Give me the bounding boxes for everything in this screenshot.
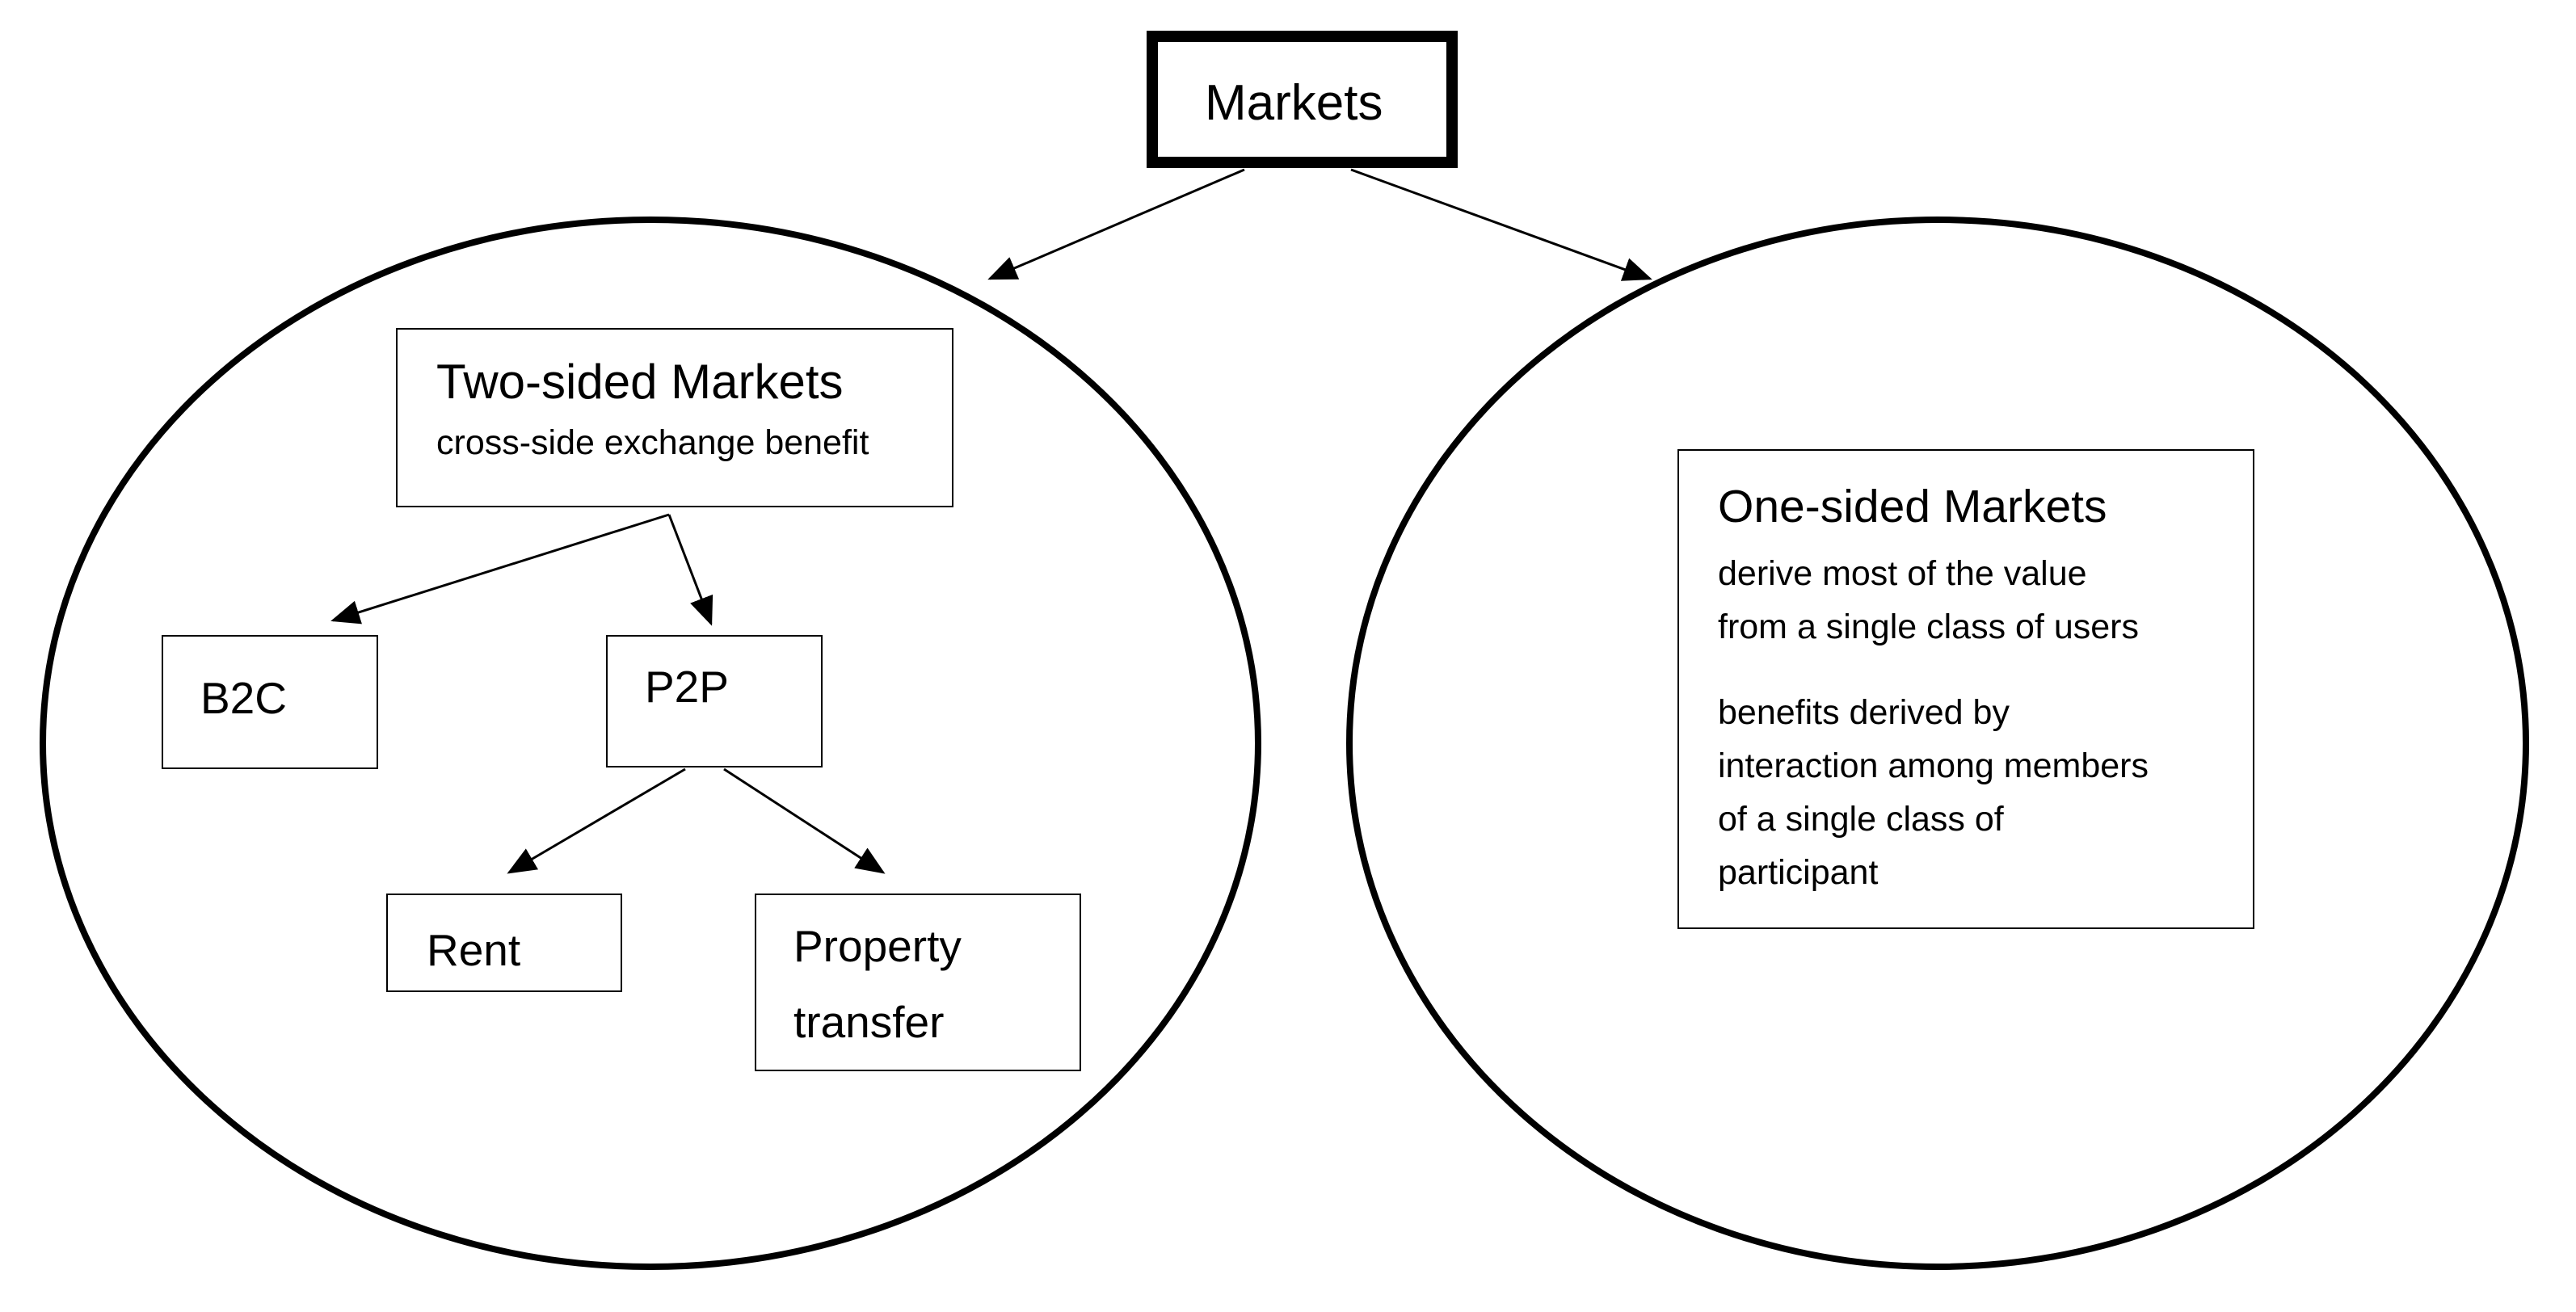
- p2p-node: P2P: [606, 635, 823, 767]
- arrow-markets-to-one-sided: [1350, 168, 1652, 281]
- one-sided-markets-title: One-sided Markets: [1718, 481, 2107, 532]
- one-sided-description-line: derive most of the value: [1718, 554, 2087, 593]
- one-sided-description-line: benefits derived by: [1718, 693, 2010, 732]
- arrow-two-sided-to-p2p: [667, 514, 713, 626]
- arrow-p2p-to-rent: [507, 767, 686, 874]
- arrow-p2p-to-property: [723, 767, 886, 874]
- property-transfer-node: Property transfer: [755, 894, 1081, 1071]
- two-sided-markets-title: Two-sided Markets: [436, 355, 844, 409]
- two-sided-region-ellipse: [40, 217, 1261, 1270]
- one-sided-description-line: interaction among members: [1718, 746, 2149, 785]
- property-transfer-line-2: transfer: [793, 997, 945, 1047]
- rent-label: Rent: [427, 925, 521, 975]
- two-sided-markets-subtitle: cross-side exchange benefit: [436, 423, 869, 462]
- two-sided-markets-node: Two-sided Markets cross-side exchange be…: [396, 328, 953, 507]
- one-sided-description-line: participant: [1718, 853, 1879, 892]
- one-sided-description-line: of a single class of: [1718, 800, 2004, 839]
- one-sided-description-line: from a single class of users: [1718, 608, 2139, 646]
- arrow-markets-to-two-sided: [987, 168, 1245, 280]
- b2c-node: B2C: [162, 635, 378, 769]
- property-transfer-line-1: Property: [793, 921, 962, 971]
- one-sided-markets-node: One-sided Markets derive most of the val…: [1677, 449, 2254, 929]
- one-sided-region-ellipse: [1346, 217, 2529, 1270]
- markets-label: Markets: [1205, 75, 1383, 131]
- arrow-two-sided-to-b2c: [330, 513, 670, 624]
- markets-node: Markets: [1147, 31, 1458, 168]
- b2c-label: B2C: [200, 673, 287, 723]
- rent-node: Rent: [386, 894, 622, 992]
- p2p-label: P2P: [645, 662, 729, 712]
